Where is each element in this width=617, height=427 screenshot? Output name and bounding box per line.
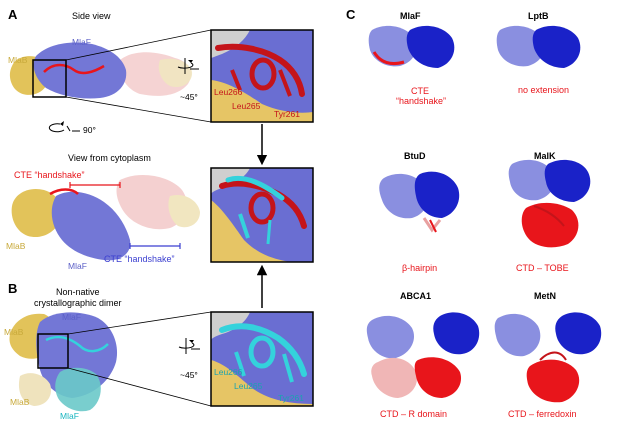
panel-c-structures: [366, 25, 602, 403]
panel-b-title-2: crystallographic dimer: [34, 298, 122, 308]
zoom-b-residue-2: Leu265: [234, 381, 263, 391]
protein-caption-mlaf: CTE “handshake”: [396, 86, 447, 107]
zoom-b-residue-3: Tyr261: [278, 393, 304, 403]
mlaf-label-b-bottom: MlaF: [60, 411, 79, 421]
rotate-45-icon-bottom: [178, 338, 200, 354]
protein-caption-abca1: CTD – R domain: [380, 409, 448, 419]
protein-title-mlaf: MlaF: [400, 11, 421, 21]
mlaf-label-cyto: MlaF: [68, 261, 87, 271]
structure-lptb: [496, 25, 581, 68]
mlaf-label-b-top: MlaF: [62, 312, 81, 322]
zoom-a-residue-1: Leu266: [214, 87, 243, 97]
panel-a-letter: A: [8, 7, 18, 22]
mlaf-label-side: MlaF: [72, 37, 91, 47]
structure-mlaf: [368, 25, 455, 68]
cte-handshake-blue-label: CTE “handshake”: [104, 254, 175, 264]
cte-handshake-red-label: CTE “handshake”: [14, 170, 85, 180]
protein-caption-malk: CTD – TOBE: [516, 263, 569, 273]
side-view-structure: [9, 29, 212, 123]
mlab-label-b-top: MlaB: [4, 327, 24, 337]
rotate-90-label: 90°: [83, 125, 96, 135]
side-view-title: Side view: [72, 11, 111, 21]
zoom-box-a: [32, 59, 67, 98]
panel-b-title-1: Non-native: [56, 287, 100, 297]
protein-title-malk: MalK: [534, 151, 556, 161]
zoom-panel-b: [210, 311, 314, 407]
structure-metn: [494, 312, 602, 403]
mlab-label-cyto: MlaB: [6, 241, 26, 251]
angle-45-label-a: ~45°: [180, 92, 198, 102]
cytoplasm-view-title: View from cytoplasm: [68, 153, 151, 163]
structure-btud: [379, 171, 460, 233]
zoom-a-residue-3: Tyr261: [274, 109, 300, 119]
protein-caption-metn: CTD – ferredoxin: [508, 409, 577, 419]
protein-title-btud: BtuD: [404, 151, 426, 161]
crystallographic-dimer-structure: [9, 311, 212, 412]
cytoplasm-view-structure: [11, 175, 200, 261]
protein-title-metn: MetN: [534, 291, 556, 301]
rotate-45-icon-top: [177, 58, 199, 74]
protein-title-lptb: LptB: [528, 11, 549, 21]
protein-caption-btud: β-hairpin: [402, 263, 438, 273]
zoom-panel-a: [210, 29, 314, 123]
mlab-label-b-bottom: MlaB: [10, 397, 30, 407]
mlaf-surface: [33, 42, 127, 99]
protein-caption-lptb: no extension: [518, 85, 570, 95]
rotate-90-icon: [48, 121, 80, 133]
protein-title-abca1: ABCA1: [400, 291, 432, 301]
mlab-label-side: MlaB: [8, 55, 28, 65]
panel-b-letter: B: [8, 281, 18, 296]
zoom-b-residue-1: Leu266: [214, 367, 243, 377]
panel-c-letter: C: [346, 7, 356, 22]
structure-abca1: [366, 312, 480, 398]
angle-45-label-b: ~45°: [180, 370, 198, 380]
zoom-a-residue-2: Leu265: [232, 101, 261, 111]
structure-malk: [508, 159, 591, 248]
zoom-panel-middle: [210, 167, 314, 263]
